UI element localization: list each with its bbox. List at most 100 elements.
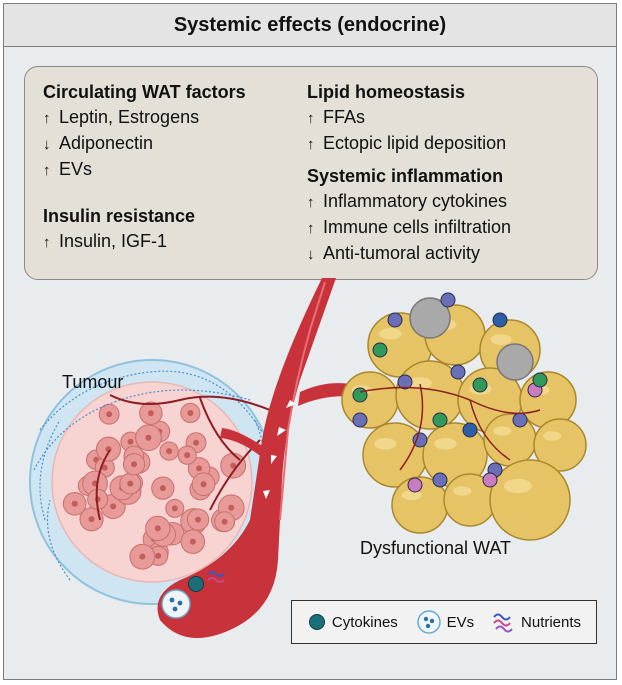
adipocyte-highlight xyxy=(374,438,397,450)
immune-cell xyxy=(387,312,403,328)
inflammation-list: ↑Inflammatory cytokines↑Immune cells inf… xyxy=(307,189,511,267)
effect-item-text: Insulin, IGF-1 xyxy=(59,231,168,251)
arrow-up-icon: ↑ xyxy=(43,162,51,179)
flow-arrow-icon xyxy=(277,427,286,436)
vessel-nutrient-icon xyxy=(207,571,225,577)
tumour-cell-nucleus xyxy=(101,464,108,471)
immune-cells xyxy=(352,292,548,493)
effect-item: ↑Immune cells infiltration xyxy=(307,215,511,241)
arrow-up-icon: ↑ xyxy=(307,110,315,127)
tumour-cell-nucleus xyxy=(127,480,134,487)
flow-arrows xyxy=(263,400,296,499)
tumour-cell-nucleus xyxy=(88,516,95,523)
tumour-label: Tumour xyxy=(62,372,124,392)
tumour-vessel xyxy=(109,394,271,411)
lipid-title: Lipid homeostasis xyxy=(307,82,466,102)
immune-cell xyxy=(440,292,456,308)
immune-cell xyxy=(412,432,428,448)
immune-cell xyxy=(407,477,423,493)
immune-cell xyxy=(352,387,368,403)
flow-arrow-icon xyxy=(286,400,296,408)
wat-vessels xyxy=(359,383,541,471)
legend-item-cytokines: Cytokines xyxy=(307,612,398,632)
adipocyte xyxy=(483,413,537,467)
tumour-cell-nucleus xyxy=(230,462,237,469)
tumour-cell-nucleus xyxy=(154,525,161,532)
wat-label: Dysfunctional WAT xyxy=(360,538,512,558)
tumour-cell-nucleus xyxy=(166,448,173,455)
tumour-cell-nucleus xyxy=(171,505,178,512)
effect-item-text: EVs xyxy=(59,159,93,179)
tumour-cell-nucleus xyxy=(200,481,207,488)
tumour-cell-nucleus xyxy=(187,409,194,416)
vessel-highlight xyxy=(279,281,326,521)
legend: Cytokines EVs Nutrients xyxy=(291,600,597,644)
effect-item-text: FFAs xyxy=(323,107,366,127)
effect-item: ↑ FFAs xyxy=(307,105,506,131)
title-bar: Systemic effects (endocrine) xyxy=(3,3,617,47)
tumour-cell-nucleus xyxy=(184,452,191,459)
ev-dot xyxy=(169,597,175,603)
immune-cell xyxy=(432,412,448,428)
arrow-down-icon: ↓ xyxy=(307,246,315,263)
tumour-cell-nucleus xyxy=(139,553,146,560)
lipid-group: Lipid homeostasis ↑FFAs↑Ectopic lipid de… xyxy=(307,81,506,157)
tumour-cells xyxy=(62,401,247,570)
arrow-down-icon: ↓ xyxy=(43,136,51,153)
flow-arrow-icon xyxy=(263,490,270,499)
vessel-ev-icon xyxy=(161,589,191,619)
legend-label-evs: EVs xyxy=(446,613,475,631)
adipocyte xyxy=(341,371,399,429)
adipocyte xyxy=(489,459,571,541)
ev-icon xyxy=(416,610,441,634)
tumour-cell-nucleus xyxy=(110,503,117,510)
ev-dot xyxy=(177,600,183,606)
cytokine-icon xyxy=(308,614,325,630)
effect-item: ↑Insulin, IGF-1 xyxy=(43,229,195,255)
immune-cell xyxy=(472,377,488,393)
tumour-cell-nucleus xyxy=(145,434,152,441)
inflammation-group: Systemic inflammation ↑Inflammatory cyto… xyxy=(307,165,511,267)
flow-arrow-icon xyxy=(271,455,277,464)
effect-item-text: Adiponectin xyxy=(59,133,154,153)
adipocyte-highlight xyxy=(543,431,562,441)
wat-illustration xyxy=(341,292,587,541)
adipocytes xyxy=(341,297,587,541)
immune-cell xyxy=(352,412,368,428)
effects-box: Circulating WAT factors ↑Leptin, Estroge… xyxy=(24,66,598,280)
effect-item: ↑ Leptin, Estrogens xyxy=(43,105,246,131)
tumour-cell-nucleus xyxy=(131,461,138,468)
insulin-list: ↑Insulin, IGF-1 xyxy=(43,229,195,255)
adipocyte-highlight xyxy=(453,486,472,496)
legend-label-nutrients: Nutrients xyxy=(521,613,582,631)
wat-vessel xyxy=(469,399,511,461)
macrophage xyxy=(409,297,451,339)
effect-item: ↑ EVs xyxy=(43,157,246,183)
adipocyte xyxy=(533,418,587,472)
tumour-cell-nucleus xyxy=(106,411,113,418)
effect-item: ↑Inflammatory cytokines xyxy=(307,189,511,215)
adipocyte-highlight xyxy=(504,478,532,494)
capillary-path xyxy=(39,419,61,521)
immune-cell xyxy=(432,472,448,488)
effect-item-text: Leptin, Estrogens xyxy=(59,107,200,127)
arrow-up-icon: ↑ xyxy=(43,110,51,127)
legend-item-nutrients: Nutrients xyxy=(492,611,581,633)
insulin-title: Insulin resistance xyxy=(43,206,196,226)
arrow-up-icon: ↑ xyxy=(307,194,315,211)
capillary-path xyxy=(46,499,71,581)
legend-item-evs: EVs xyxy=(416,609,475,635)
tumour-vessel xyxy=(199,397,241,461)
adipocyte-highlight xyxy=(434,438,457,450)
tumour-vessel xyxy=(95,449,111,521)
tumour-cell-nucleus xyxy=(193,439,200,446)
immune-cell xyxy=(512,412,528,428)
adipocyte-highlight xyxy=(493,426,512,436)
lipid-list: ↑FFAs↑Ectopic lipid deposition xyxy=(307,105,506,157)
immune-cell xyxy=(450,364,466,380)
tumour-cell-nucleus xyxy=(196,465,203,472)
effect-item-text: Immune cells infiltration xyxy=(323,217,512,237)
wat-vessel xyxy=(399,383,424,471)
tumour-cell-nucleus xyxy=(71,500,78,507)
